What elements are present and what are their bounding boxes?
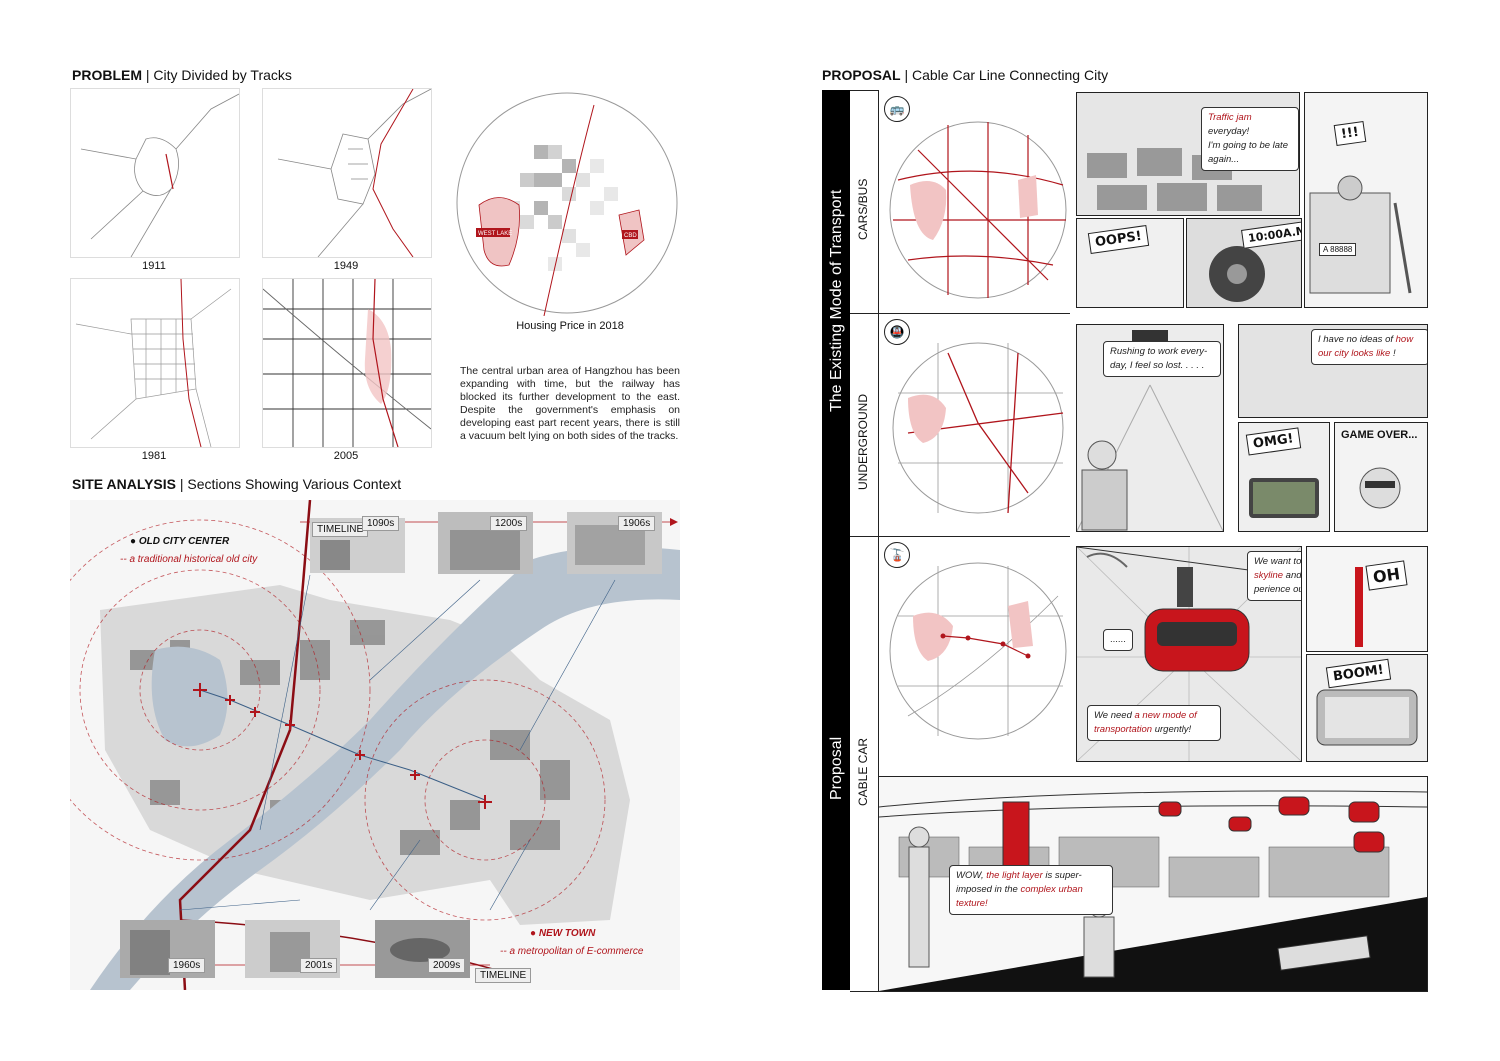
row-divider-1 xyxy=(850,313,1070,314)
map-1981 xyxy=(70,278,240,448)
existing-side-label: The Existing Mode of Transport xyxy=(828,189,845,412)
game-over-word: GAME OVER... xyxy=(1341,429,1418,441)
cable-car-icon: 🚡 xyxy=(884,542,910,568)
housing-price-map: WEST LAKE CBD xyxy=(454,90,680,317)
row-label-underground: UNDERGROUND xyxy=(856,394,870,490)
bubble-need: We need a new mode of transportation urg… xyxy=(1087,705,1221,741)
new-town-title: ● NEW TOWN xyxy=(530,928,596,939)
bottom-year-1: 1960s xyxy=(168,958,206,973)
timeline-top-label: TIMELINE xyxy=(312,522,369,537)
old-city-subtitle: -- a traditional historical old city xyxy=(120,554,258,565)
panel-oops: OOPS! xyxy=(1076,218,1184,308)
year-1949: 1949 xyxy=(333,260,359,272)
site-heading: SITE ANALYSIS | Sections Showing Various… xyxy=(72,476,402,492)
year-2005: 2005 xyxy=(333,450,359,462)
bubble-rushing: Rushing to work every-day, I feel so los… xyxy=(1103,341,1221,377)
panel-driver: !!! A 88888 xyxy=(1304,92,1428,308)
bubble-dots: ...... xyxy=(1103,629,1133,651)
panel-boom: BOOM! xyxy=(1306,654,1428,762)
proposal-heading: PROPOSAL | Cable Car Line Connecting Cit… xyxy=(822,67,1109,83)
row-label-column xyxy=(850,90,879,992)
panel-omg: OMG! xyxy=(1238,422,1330,532)
site-analysis-map: ● OLD CITY CENTER -- a traditional histo… xyxy=(29,499,680,991)
map-cablecar: 🚡 xyxy=(878,536,1070,766)
bubble-want: We want to see the skyline and ex-perien… xyxy=(1247,551,1301,601)
subway-icon: 🚇 xyxy=(884,319,910,345)
new-town-subtitle: -- a metropolitan of E-commerce xyxy=(500,946,644,957)
top-year-2: 1200s xyxy=(490,516,528,531)
oops-word: OOPS! xyxy=(1087,225,1150,254)
proposal-side-label: Proposal xyxy=(828,736,845,800)
bubble-no-ideas: I have no ideas of how our city looks li… xyxy=(1311,329,1427,365)
panel-clock: 10:00A.M xyxy=(1186,218,1302,308)
map-1911 xyxy=(70,88,240,258)
bubble-traffic: Traffic jam everyday!I'm going to be lat… xyxy=(1201,107,1299,171)
existing-side-bar xyxy=(822,90,850,536)
row-divider-2 xyxy=(850,536,1070,537)
bottom-year-2: 2001s xyxy=(300,958,338,973)
panel-crowd: I have no ideas of how our city looks li… xyxy=(1238,324,1428,418)
west-lake-tag: WEST LAKE xyxy=(478,231,512,237)
map-underground: 🚇 xyxy=(878,313,1070,536)
row-label-cablecar: CABLE CAR xyxy=(856,737,870,806)
map-cars: 🚌 xyxy=(878,90,1070,313)
housing-price-label: Housing Price in 2018 xyxy=(516,320,624,332)
panel-oh: OH xyxy=(1306,546,1428,652)
panel-cablecar-scene: We want to see the skyline and ex-perien… xyxy=(1076,546,1302,762)
year-1911: 1911 xyxy=(142,260,166,272)
panel-skyline: WOW, the light layer is super-imposed in… xyxy=(878,776,1428,992)
problem-heading: PROBLEM | City Divided by Tracks xyxy=(72,67,292,83)
top-year-1: 1090s xyxy=(362,516,400,531)
panel-game-over: GAME OVER... xyxy=(1334,422,1428,532)
bottom-year-3: 2009s xyxy=(428,958,466,973)
map-2005 xyxy=(262,278,432,448)
license-plate: A 88888 xyxy=(1319,243,1357,256)
bus-icon: 🚌 xyxy=(884,96,910,122)
panel-subway: Rushing to work every-day, I feel so los… xyxy=(1076,324,1224,532)
map-1949 xyxy=(262,88,432,258)
timeline-bottom-label: TIMELINE xyxy=(475,968,532,983)
proposal-side-bar xyxy=(822,536,850,990)
row-label-cars: CARS/BUS xyxy=(856,178,870,240)
top-year-3: 1906s xyxy=(618,516,656,531)
exclaim-word: !!! xyxy=(1333,121,1367,146)
cbd-tag: CBD xyxy=(624,233,637,239)
old-city-title: ● OLD CITY CENTER xyxy=(130,536,230,547)
bubble-wow: WOW, the light layer is super-imposed in… xyxy=(949,865,1113,915)
year-1981: 1981 xyxy=(141,450,167,462)
problem-paragraph: The central urban area of Hangzhou has b… xyxy=(460,365,680,442)
panel-traffic: Traffic jam everyday!I'm going to be lat… xyxy=(1076,92,1300,216)
